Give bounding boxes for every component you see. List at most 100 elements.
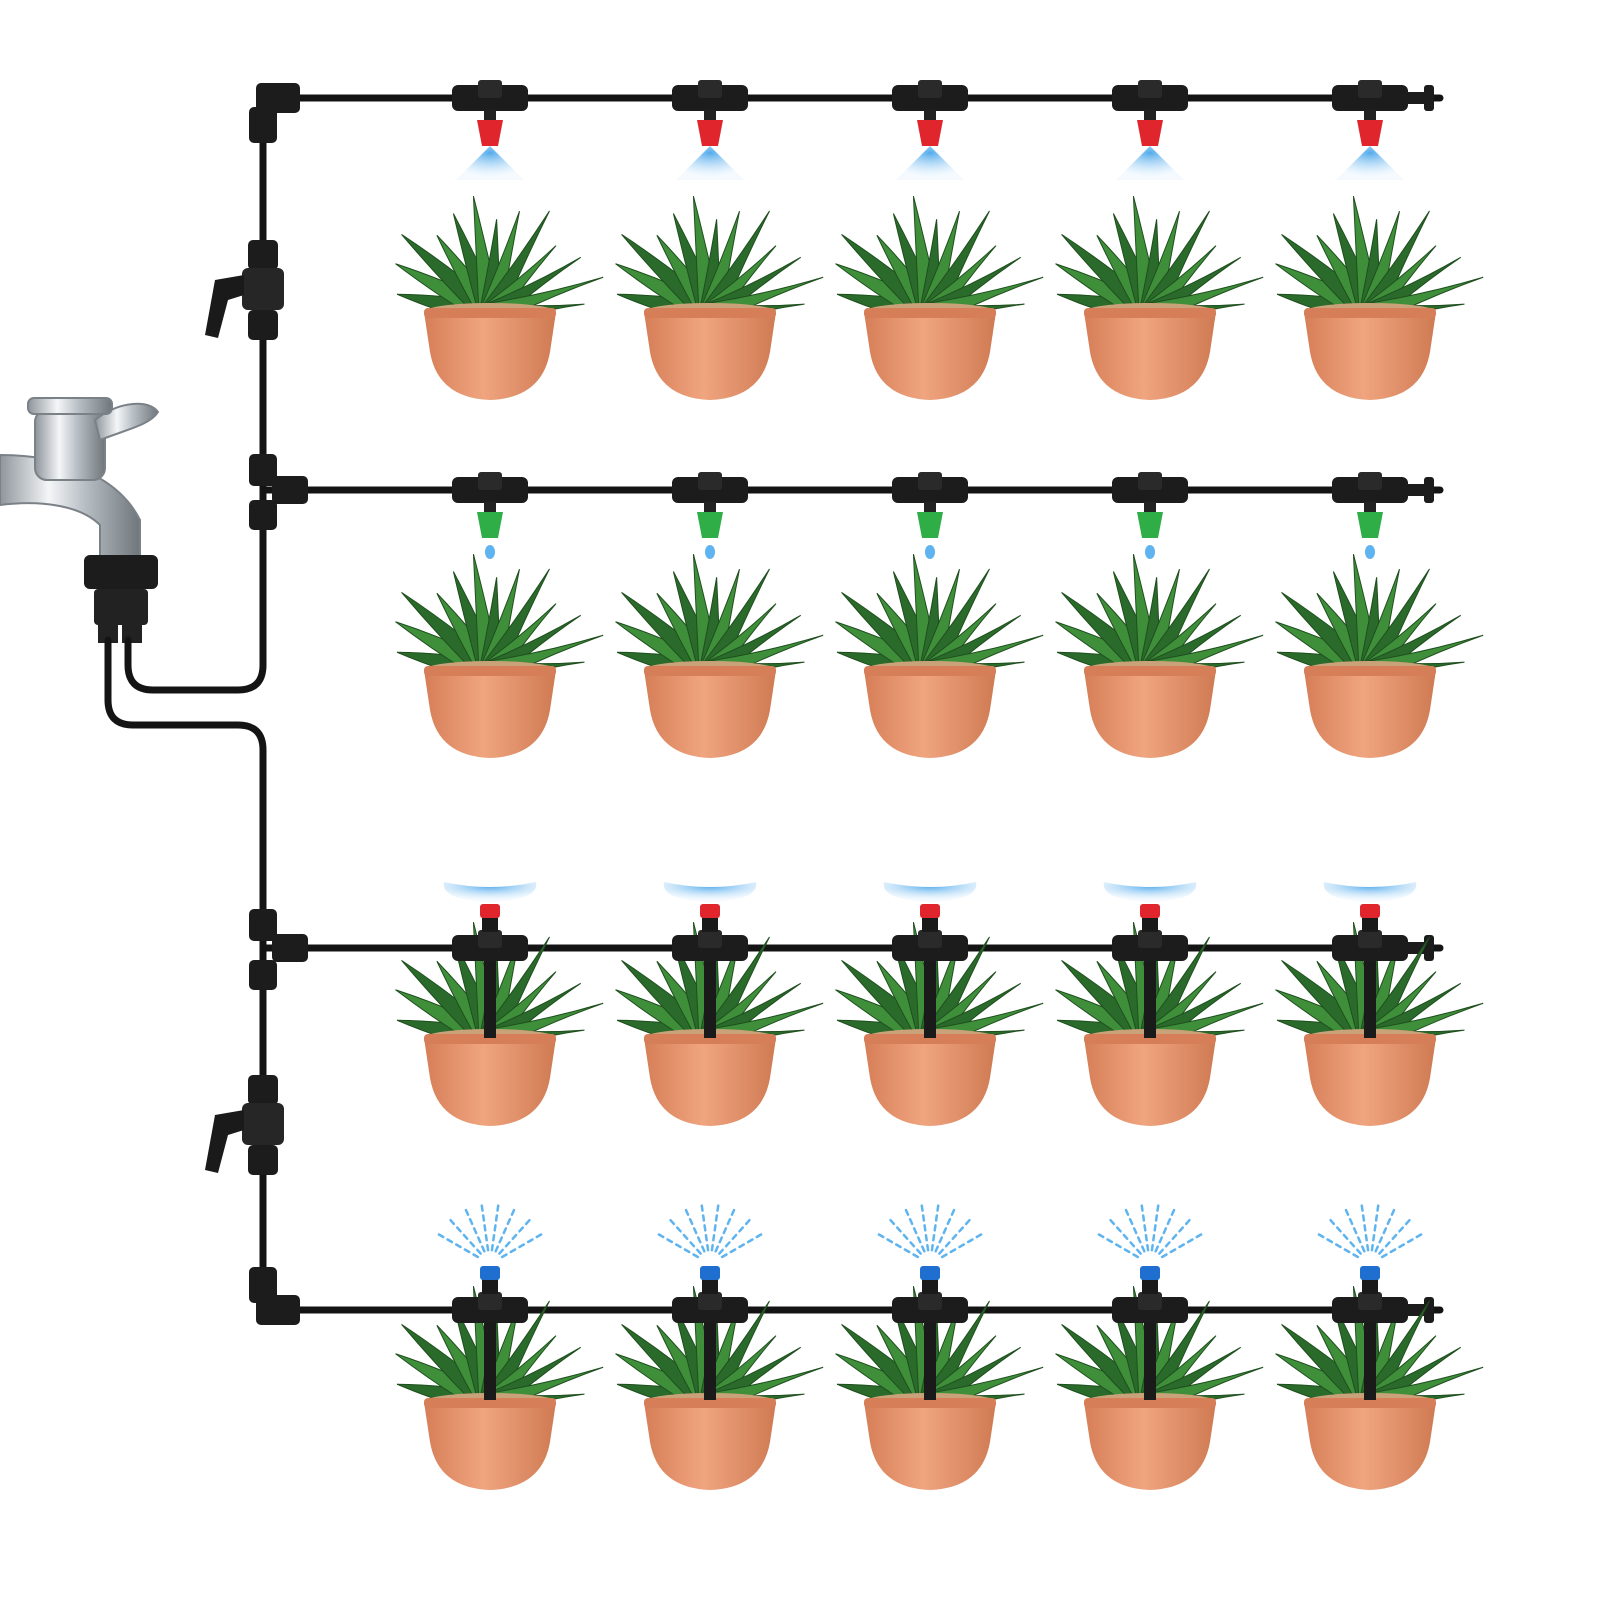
flower-pot [1304,312,1436,400]
elbow-fitting [256,1295,300,1325]
aloe-plant [835,196,1044,400]
tee-fitting [249,500,277,530]
water-drop [1365,545,1375,559]
tee-fitting [249,909,277,941]
flower-pot [1304,670,1436,758]
flower-pot [424,670,556,758]
drip-emitter-top [1137,512,1163,538]
mist-nozzle-top [697,120,723,146]
tube-upper-feeder [124,94,1444,694]
flower-pot [644,1038,776,1126]
water-drop [925,545,935,559]
aloe-plant [615,554,824,758]
water-spray [663,882,757,902]
tubing-network [104,83,1444,1325]
end-plug [1404,484,1426,496]
plant-row [395,472,1484,758]
shutoff-valve [205,240,284,340]
aloe-plant [615,196,824,400]
flower-pot [1084,312,1216,400]
flower-pot [864,1038,996,1126]
stake [924,1300,936,1400]
emitter-station [1055,1204,1264,1490]
flower-pot [424,1402,556,1490]
shutoff-valve [205,1075,284,1175]
drip-emitter-top [917,512,943,538]
emitter-station [835,1204,1044,1490]
stake [484,1300,496,1400]
flower-pot [644,1402,776,1490]
stake [1364,938,1376,1038]
stake-mist-sprayer [1360,904,1380,918]
water-mist [896,146,964,180]
mist-nozzle-top [917,120,943,146]
end-plug [1404,92,1426,104]
end-plug [1404,1304,1426,1316]
valves [205,240,284,1175]
water-jets [657,1204,763,1259]
flower-pot [1304,1402,1436,1490]
end-plug [1424,1297,1434,1323]
emitter-station [395,1204,604,1490]
water-spray [1103,882,1197,902]
tee-fitting [249,960,277,990]
faucet [0,397,160,561]
emitter-station [1275,1204,1484,1490]
emitter-station [615,472,824,758]
emitter-station [615,80,824,400]
emitter-station [1055,472,1264,758]
mist-nozzle-top [1137,120,1163,146]
stake-jet-sprayer [700,1266,720,1280]
tee-fitting [272,476,308,504]
flower-pot [1304,1038,1436,1126]
emitter-station [395,472,604,758]
stake-jet-sprayer [920,1266,940,1280]
flower-pot [644,312,776,400]
mist-nozzle-top [1357,120,1383,146]
water-jets [1097,1204,1203,1259]
stake [484,938,496,1038]
aloe-plant [395,196,604,400]
elbow-fitting [249,1267,277,1303]
stake-jet-sprayer [1360,1266,1380,1280]
water-drop [705,545,715,559]
valve-handle [205,1110,244,1173]
drip-emitter-top [477,512,503,538]
water-mist [676,146,744,180]
stake [1364,1300,1376,1400]
valve-handle [205,275,244,338]
elbow-fitting [249,107,277,143]
water-spray [1323,882,1417,902]
water-jets [1317,1204,1423,1259]
aloe-plant [1055,196,1264,400]
water-drop [485,545,495,559]
water-jets [437,1204,543,1259]
emitter-station [1275,80,1484,400]
stake-jet-sprayer [480,1266,500,1280]
tee-fitting [272,934,308,962]
flower-pot [864,1402,996,1490]
flower-pot [1084,1038,1216,1126]
stake-mist-sprayer [480,904,500,918]
emitter-station [1055,882,1264,1126]
aloe-plant [395,922,604,1126]
emitter-station [395,80,604,400]
aloe-plant [1055,554,1264,758]
mist-nozzle-top [477,120,503,146]
emitter-station [395,882,604,1126]
flower-pot [1084,1402,1216,1490]
stake-mist-sprayer [700,904,720,918]
end-plug [1424,477,1434,503]
drip-emitter-top [697,512,723,538]
stake [704,1300,716,1400]
emitter-station [835,80,1044,400]
water-mist [1336,146,1404,180]
stake-mist-sprayer [1140,904,1160,918]
flower-pot [424,312,556,400]
plant-row [395,1204,1484,1490]
stake [704,938,716,1038]
stake [1144,938,1156,1038]
plant-row [395,80,1484,400]
emitter-station [615,1204,824,1490]
